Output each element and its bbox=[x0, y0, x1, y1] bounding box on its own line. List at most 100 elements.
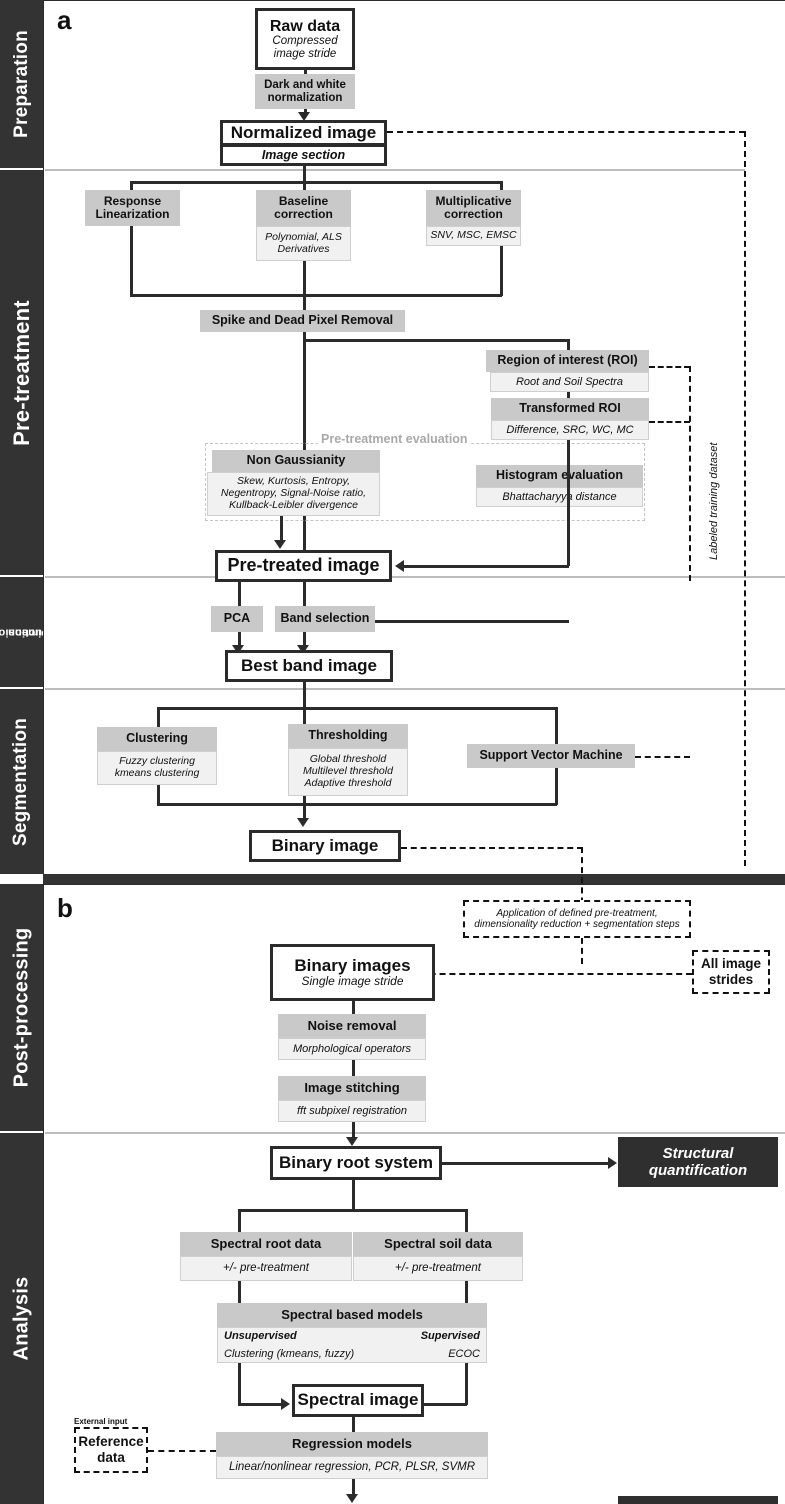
node-all-image-strides-line2: strides bbox=[708, 972, 754, 987]
node-raw-data[interactable]: Raw data Compressed image stride bbox=[255, 8, 355, 70]
node-clustering-sub2: kmeans clustering bbox=[114, 767, 200, 779]
node-application-note[interactable]: Application of defined pre-treatment, di… bbox=[463, 900, 691, 938]
line-unsup-right bbox=[238, 1403, 283, 1406]
node-non-gaussianity[interactable]: Non Gaussianity bbox=[212, 450, 380, 472]
line-noise-to-stitching bbox=[352, 1060, 355, 1077]
node-spectral-root-data[interactable]: Spectral root data bbox=[180, 1232, 352, 1256]
node-normalized-image[interactable]: Normalized image bbox=[220, 120, 387, 146]
line-bandsel-to-roicolumn bbox=[375, 620, 569, 623]
node-raw-data-sub1: Compressed bbox=[272, 35, 338, 48]
line-binaryimages-to-noise bbox=[352, 1001, 355, 1016]
node-spectral-soil-data[interactable]: Spectral soil data bbox=[353, 1232, 523, 1256]
sidebar-label-pre-treatment: Pre-treatment bbox=[8, 299, 34, 446]
node-regression-models-subtext: Linear/nonlinear regression, PCR, PLSR, … bbox=[228, 1461, 476, 1474]
node-spectral-image[interactable]: Spectral image bbox=[292, 1384, 424, 1417]
node-spectral-soil-data-sub[interactable]: +/- pre-treatment bbox=[353, 1256, 523, 1281]
node-best-band-image[interactable]: Best band image bbox=[225, 650, 393, 682]
node-response-linearization[interactable]: Response Linearization bbox=[85, 190, 180, 226]
node-noise-removal-sub[interactable]: Morphological operators bbox=[278, 1038, 426, 1060]
node-image-stitching-sub[interactable]: fft subpixel registration bbox=[278, 1100, 426, 1122]
line-regression-down bbox=[352, 1479, 355, 1498]
node-band-selection[interactable]: Band selection bbox=[275, 606, 375, 632]
sidebar-section-analysis: Analysis bbox=[0, 1133, 43, 1504]
line-sup-down bbox=[465, 1363, 468, 1405]
sidebar-label-segmentation: Segmentation bbox=[10, 717, 32, 846]
node-clustering-sub[interactable]: Fuzzy clustering kmeans clustering bbox=[97, 751, 217, 785]
node-structural-quant-line2: quantification bbox=[648, 1162, 748, 1179]
line-brs-to-structural bbox=[442, 1162, 611, 1165]
node-all-image-strides[interactable]: All image strides bbox=[692, 950, 770, 994]
divider-postproc-analysis bbox=[45, 1132, 785, 1134]
node-transformed-roi-sub[interactable]: Difference, SRC, WC, MC bbox=[491, 420, 649, 440]
node-roi-title: Region of interest (ROI) bbox=[497, 353, 638, 368]
node-spectral-based-models[interactable]: Spectral based models bbox=[217, 1303, 487, 1327]
sidebar-section-preparation: Preparation bbox=[0, 0, 43, 168]
line-roi-to-pretreated bbox=[404, 565, 569, 568]
node-regression-models-sub[interactable]: Linear/nonlinear regression, PCR, PLSR, … bbox=[216, 1456, 488, 1479]
node-support-vector-machine[interactable]: Support Vector Machine bbox=[467, 744, 635, 768]
node-spectral-models-left-head: Unsupervised bbox=[224, 1330, 297, 1342]
dashed-svm-to-bracket bbox=[635, 756, 690, 758]
line-roi-column-down bbox=[567, 440, 570, 566]
line-analysis-left-down bbox=[238, 1209, 241, 1233]
node-best-band-image-title: Best band image bbox=[240, 655, 378, 675]
node-non-gaussianity-sub[interactable]: Skew, Kurtosis, Entropy, Negentropy, Sig… bbox=[207, 472, 380, 516]
node-raw-data-sub2: image stride bbox=[273, 47, 337, 60]
node-spectral-soil-data-title: Spectral soil data bbox=[384, 1235, 492, 1251]
node-non-gaussianity-sub3: Kullback-Leibler divergence bbox=[229, 498, 358, 511]
node-thresholding-sub3: Adaptive threshold bbox=[304, 776, 392, 789]
node-reference-data-line2: data bbox=[97, 1450, 125, 1465]
node-response-line1: Response bbox=[103, 194, 162, 209]
node-structural-quantification[interactable]: Structural quantification bbox=[618, 1137, 778, 1187]
node-spectral-root-data-sub[interactable]: +/- pre-treatment bbox=[180, 1256, 352, 1281]
node-functional-quantification[interactable]: Functional quantification bbox=[618, 1496, 778, 1504]
node-spectral-models-sub[interactable]: Unsupervised Supervised Clustering (kmea… bbox=[217, 1327, 487, 1363]
node-reference-data[interactable]: Reference data bbox=[74, 1427, 148, 1473]
node-regression-models[interactable]: Regression models bbox=[216, 1432, 488, 1456]
dashed-reference-to-regression bbox=[148, 1450, 216, 1452]
node-clustering[interactable]: Clustering bbox=[97, 727, 217, 751]
dashed-normalized-to-right bbox=[387, 131, 745, 133]
node-binary-image[interactable]: Binary image bbox=[249, 830, 401, 862]
line-sup-left bbox=[424, 1403, 467, 1406]
node-image-stitching[interactable]: Image stitching bbox=[278, 1076, 426, 1100]
node-spectral-models-left-body: Clustering (kmeans, fuzzy) bbox=[224, 1347, 355, 1360]
sidebar-section-segmentation: Segmentation bbox=[0, 689, 43, 874]
arrow-to-structural-quantification bbox=[608, 1157, 617, 1169]
node-histogram-evaluation[interactable]: Histogram evaluation bbox=[476, 465, 643, 487]
node-thresholding-sub1: Global threshold bbox=[309, 753, 387, 766]
node-transformed-roi[interactable]: Transformed ROI bbox=[491, 398, 649, 420]
line-spectralimage-to-regression bbox=[352, 1417, 355, 1433]
node-baseline-sub[interactable]: Polynomial, ALS Derivatives bbox=[256, 226, 351, 261]
divider-pretreatment-dimred bbox=[45, 576, 785, 578]
node-regression-models-title: Regression models bbox=[292, 1435, 412, 1451]
node-binary-images[interactable]: Binary images Single image stride bbox=[270, 944, 435, 1001]
node-dark-white-line2: normalization bbox=[267, 91, 343, 104]
node-noise-removal[interactable]: Noise removal bbox=[278, 1014, 426, 1038]
divider-preparation-pretreatment bbox=[45, 169, 745, 171]
node-roi-sub[interactable]: Root and Soil Spectra bbox=[490, 372, 649, 392]
node-normalized-image-sub[interactable]: Image section bbox=[220, 146, 387, 166]
node-spectral-root-data-title: Spectral root data bbox=[210, 1235, 322, 1251]
node-thresholding-title: Thresholding bbox=[308, 728, 388, 743]
node-thresholding-sub[interactable]: Global threshold Multilevel threshold Ad… bbox=[288, 748, 408, 796]
arrow-to-binary-image bbox=[297, 818, 309, 827]
node-binary-root-system[interactable]: Binary root system bbox=[270, 1146, 442, 1180]
node-thresholding[interactable]: Thresholding bbox=[288, 724, 408, 748]
node-binary-images-sub: Single image stride bbox=[301, 974, 404, 989]
node-histogram-subtext: Bhattacharyya distance bbox=[502, 490, 617, 503]
node-binary-image-title: Binary image bbox=[271, 835, 379, 855]
label-labeled-training-dataset: Labeled training dataset bbox=[708, 442, 720, 560]
node-pre-treated-image[interactable]: Pre-treated image bbox=[215, 550, 392, 582]
node-spike-dead-pixel-removal[interactable]: Spike and Dead Pixel Removal bbox=[200, 310, 405, 332]
node-application-note-line1: Application of defined pre-treatment, bbox=[496, 907, 658, 919]
node-region-of-interest[interactable]: Region of interest (ROI) bbox=[486, 350, 649, 372]
line-analysis-right-down bbox=[465, 1209, 468, 1233]
node-multiplicative-sub[interactable]: SNV, MSC, EMSC bbox=[426, 226, 521, 246]
node-dark-white-normalization[interactable]: Dark and white normalization bbox=[255, 74, 355, 109]
node-histogram-sub[interactable]: Bhattacharyya distance bbox=[476, 487, 643, 507]
node-pca[interactable]: PCA bbox=[211, 606, 263, 632]
node-baseline-correction[interactable]: Baseline correction bbox=[256, 190, 351, 226]
node-multiplicative-correction[interactable]: Multiplicative correction bbox=[426, 190, 521, 226]
node-multiplicative-line2: correction bbox=[444, 207, 503, 221]
